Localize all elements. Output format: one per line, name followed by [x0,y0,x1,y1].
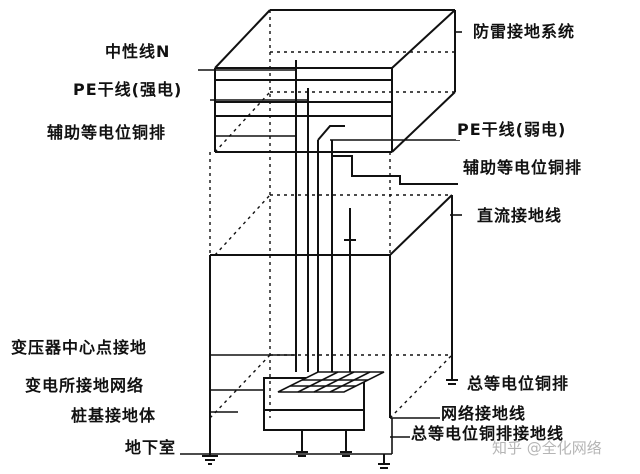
watermark: 知乎 @全化网络 [492,439,602,457]
label-main-busbar-upper: 总等电位铜排 [466,374,571,394]
label-substation-grid: 变电所接地网络 [24,376,146,396]
label-basement: 地下室 [124,438,178,458]
label-lightning-system: 防雷接地系统 [472,22,577,42]
label-aux-busbar-right: 辅助等电位铜排 [462,158,584,178]
hidden-edges [209,10,455,419]
label-aux-busbar-left: 辅助等电位铜排 [46,123,168,143]
lower-building-block [209,194,453,418]
label-pe-strong: PE干线(强电) [72,80,184,100]
substation-ground-grid [277,371,385,393]
label-pe-weak: PE干线(弱电) [456,120,568,140]
upper-building-block [214,9,456,153]
label-neutral-line: 中性线N [104,42,172,62]
label-pile-ground: 桩基接地体 [70,406,158,426]
leader-lines [180,31,462,455]
vertical-conductors [295,60,458,372]
label-main-busbar-lower: 总等电位铜排接地线 [410,424,566,444]
label-dc-ground: 直流接地线 [476,206,564,226]
label-transformer-neutral: 变压器中心点接地 [10,338,149,358]
label-network-ground: 网络接地线 [440,404,528,424]
ground-electrodes [202,355,458,469]
dc-ground-rod [344,208,356,241]
